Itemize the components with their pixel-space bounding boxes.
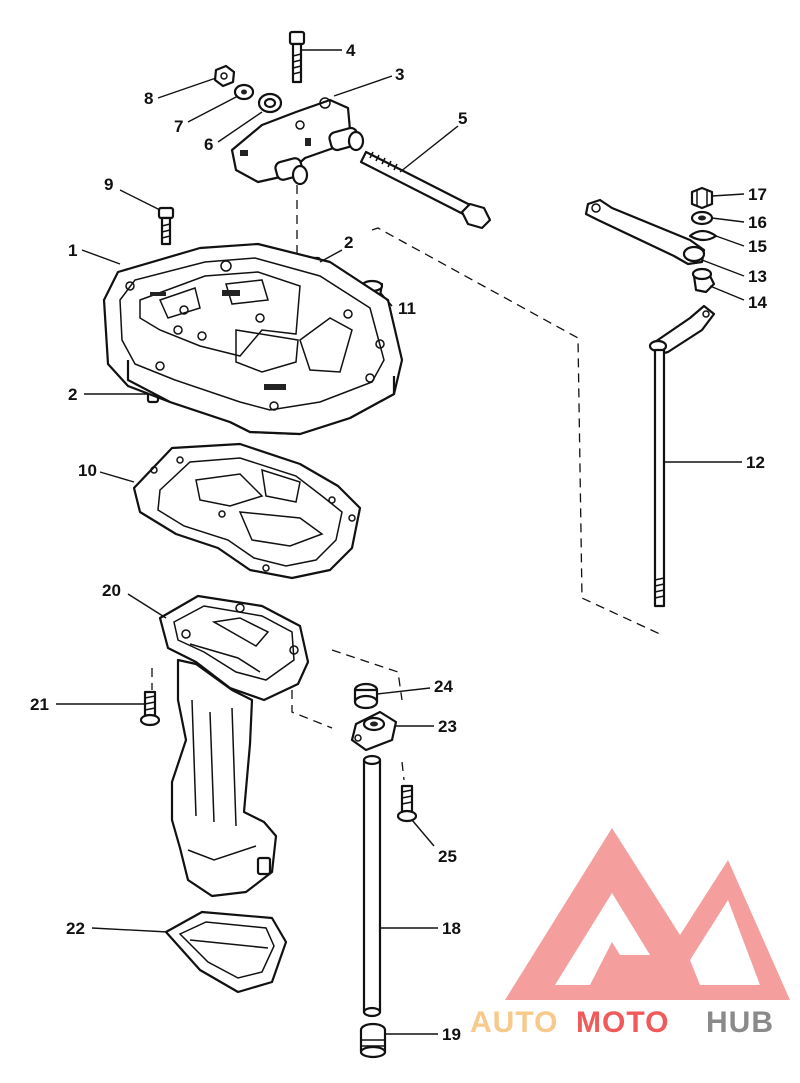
callout-labels: 1 2 2 3 4 5 6 7 8 9 10 11 12 13 14 15 16… [30,41,767,1044]
leader-7 [187,95,239,123]
callout-25: 25 [438,847,457,866]
callout-20: 20 [102,581,121,600]
washer-part-16 [690,210,714,226]
bolt-part-4 [288,30,306,84]
callout-15: 15 [748,237,767,256]
leader-20 [127,593,167,619]
callout-10: 10 [78,461,97,480]
callout-21: 21 [30,695,49,714]
leader-22 [91,927,169,933]
gasket-part-10 [132,442,362,580]
shift-arm-part-13 [584,198,706,266]
bushing-part-14 [691,267,716,294]
screw-part-25 [396,784,418,823]
leader-lines [56,49,745,1035]
watermark-hub: HUB [706,1006,774,1039]
adapter-plate-part-1 [102,242,404,436]
callout-1: 1 [68,241,77,260]
leader-11 [379,291,393,307]
leader-8 [157,77,217,99]
callout-19: 19 [442,1025,461,1044]
leader-2-upper [319,249,343,263]
callout-7: 7 [174,117,183,136]
watermark-text: AUTO MOTO HUB [470,1006,774,1039]
callout-8: 8 [144,89,153,108]
washer-part-7 [233,83,255,101]
screw-part-9 [157,206,175,246]
leader-9 [119,189,161,211]
callout-16: 16 [748,213,767,232]
callout-9: 9 [104,175,113,194]
leader-5 [399,125,459,173]
nut-part-8 [213,64,236,88]
callout-18: 18 [442,919,461,938]
callout-6: 6 [204,135,213,154]
leader-16 [711,217,745,223]
washer-part-6 [257,92,283,114]
watermark-moto: MOTO [576,1006,669,1039]
shift-shaft-part-12 [648,304,716,608]
leader-14 [709,285,745,301]
long-bolt-part-5 [359,150,492,230]
grommet-part-24 [353,682,379,710]
leader-25 [411,819,435,847]
callout-12: 12 [746,453,765,472]
watermark-auto: AUTO [470,1006,558,1039]
leader-10 [99,471,135,483]
callout-22: 22 [66,919,85,938]
automotohub-logo [505,828,790,1000]
callout-2-lower: 2 [68,385,77,404]
grommet-part-19 [359,1022,387,1059]
callout-23: 23 [438,717,457,736]
bracket-part-23 [350,710,398,752]
callout-14: 14 [748,293,767,312]
water-tube-part-18 [362,754,382,1018]
leader-6 [217,111,263,143]
clip-part-15 [688,229,718,242]
steering-bracket-part-3 [230,97,365,186]
callout-3: 3 [395,65,404,84]
leader-17 [711,193,745,197]
callout-13: 13 [748,267,767,286]
leader-1 [81,249,121,265]
nut-part-17 [690,186,714,210]
leader-24 [376,687,431,695]
seal-part-22 [164,910,288,994]
leader-3 [333,75,393,97]
callout-24: 24 [434,677,453,696]
callout-5: 5 [458,109,467,128]
callout-11: 11 [398,299,416,318]
exhaust-housing-part-20 [158,594,310,898]
leader-15 [715,235,745,247]
callout-17: 17 [748,185,767,204]
logo-triangle-inner [690,900,760,985]
callout-2-upper: 2 [344,233,353,252]
callout-4: 4 [346,41,356,60]
screw-part-21 [139,690,161,727]
leader-13 [701,259,745,277]
